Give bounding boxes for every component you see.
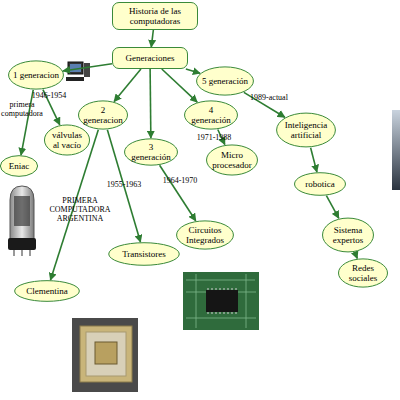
ellipse-shape [295,173,346,196]
circuit-chip [206,290,238,312]
topic-ellipse: Redes sociales [338,258,388,288]
node-text: Redes sociales [342,263,384,283]
topic-ellipse: Eniac [0,155,38,177]
vacuum-tube-plate [14,196,30,226]
node-text: Clementina [26,286,68,296]
ellipse-shape [197,67,254,95]
vacuum-tube-pin [21,250,23,256]
topic-ellipse: Clementina [14,280,80,302]
node-text: robotica [305,179,335,189]
edge-label: 1955-1963 [104,180,144,189]
topic-ellipse: 2 generacion [78,100,128,130]
arrow-connector [186,69,200,73]
node-text: Historia de las computadoras [117,6,193,26]
node-text: 2 generacion [82,105,124,125]
topic-ellipse: Sistema expertos [322,217,374,253]
edge-photo [392,110,400,190]
vacuum-tube-pin [29,250,31,256]
connectors [21,30,357,280]
node-text: Transistores [122,249,166,259]
computer-tower [84,63,90,77]
cpu-pins [86,332,126,376]
node-text: Generaciones [126,53,175,63]
topic-box: Generaciones [112,47,188,69]
arrow-connector [63,64,112,71]
arrow-connector [151,30,153,47]
ellipse-shape [177,221,234,249]
ellipse-shape [339,259,388,287]
edge-label: 1971-1988 [194,133,234,142]
node-text: Eniac [9,161,30,171]
circuit-traces [186,274,256,328]
arrow-connector [326,196,338,219]
edge-label: 1964-1970 [160,176,200,185]
arrow-connector [162,69,197,102]
arrow-connector [160,165,196,221]
node-text: Inteligencia artificial [280,120,332,140]
ellipse-shape [9,61,64,89]
node-text: válvulas al vacío [48,130,86,150]
topic-ellipse: 5 generación [196,66,254,96]
ellipse-shape [277,113,336,147]
ellipse-shape [207,145,258,175]
ellipse-shape [109,243,180,266]
circuit-board [183,272,259,330]
vacuum-tube-pin [13,250,15,256]
cpu-package [80,326,132,382]
chip-pins [208,288,236,314]
ellipse-shape [323,218,374,252]
node-text: Sistema expertos [326,225,370,245]
node-text: 3 generación [128,142,174,162]
topic-ellipse: Circuitos Integrados [176,220,234,250]
edge-label: 1946-1954 [28,91,70,100]
illustrations [8,62,400,392]
arrow-connector [311,148,317,172]
cpu-photo-background [72,318,138,392]
vacuum-tube-base [8,238,36,250]
topic-ellipse: robotica [294,172,346,196]
topic-ellipse: Transistores [108,242,180,266]
topic-ellipse: Micro procesador [206,144,258,176]
node-text: 1 generacion [13,70,59,80]
node-text: 5 generación [202,76,248,86]
ellipse-shape [44,125,89,155]
ellipse-shape [125,139,178,165]
ellipse-shape [0,156,37,177]
arrow-connector [21,90,33,155]
vacuum-tube-glass [10,186,34,244]
arrow-connector [114,69,141,102]
topic-ellipse: 3 generación [124,138,178,166]
cpu-die [95,342,117,364]
computer-keyboard [66,77,84,81]
arrow-connector [355,252,357,258]
topic-ellipse: válvulas al vacío [44,124,90,156]
edge-label: primera computadora [0,100,44,118]
arrow-connector [149,69,151,138]
topic-ellipse: 4 generación [184,100,238,130]
topic-ellipse: Inteligencia artificial [276,112,336,148]
ellipse-shape [79,101,128,129]
topic-ellipse: 1 generacion [8,60,64,90]
topic-box: Historia de las computadoras [112,2,198,30]
edge-label: PRIMERA COMPUTADORA ARGENTINA [44,196,116,223]
node-text: Circuitos Integrados [180,225,230,245]
node-text: Micro procesador [210,150,254,170]
edge-label: 1989-actual [246,93,292,102]
ellipse-shape [185,101,238,129]
node-text: 4 generación [188,105,234,125]
ellipse-shape [15,281,80,302]
